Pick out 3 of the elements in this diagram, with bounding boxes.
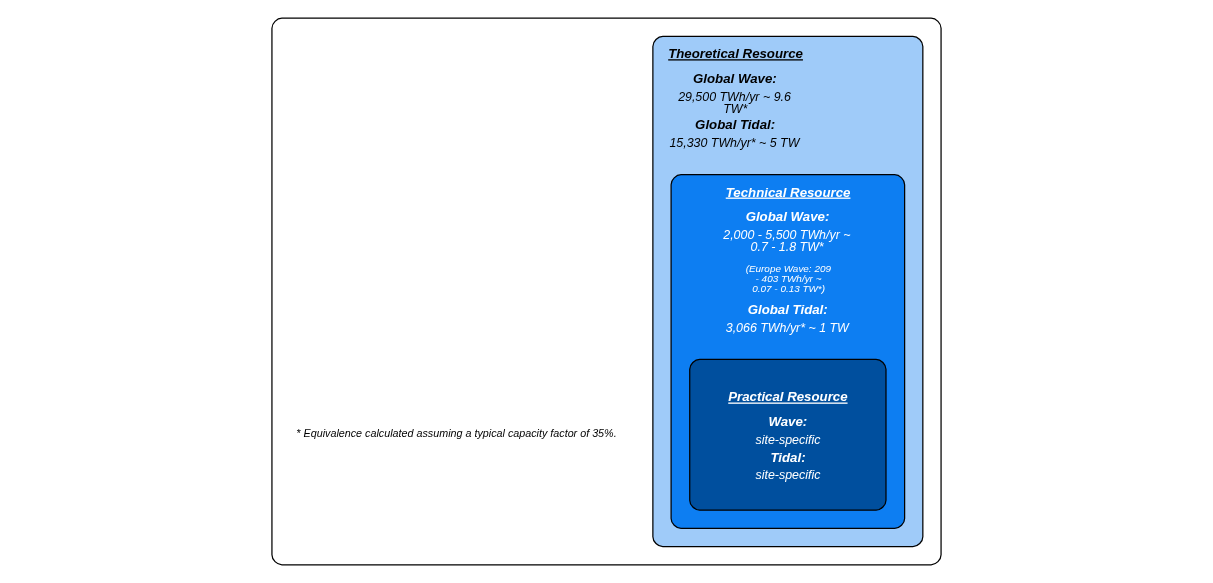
cluster [271,17,942,566]
node-box: Practical Resource Wave: site-specific Tidal: site-specific [689,358,887,511]
label: * Equivalence calculated assuming a typical capacity factor of 35%. [296,426,617,439]
